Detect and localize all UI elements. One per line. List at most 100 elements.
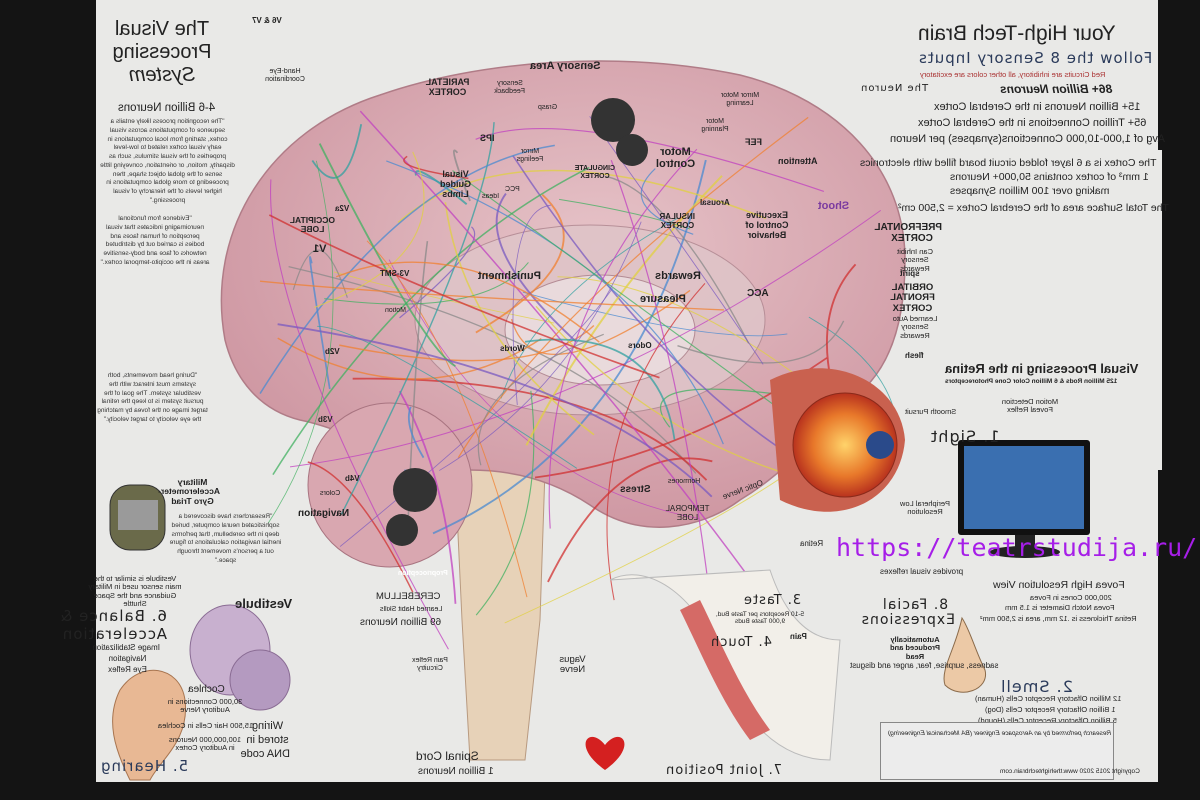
- provides-reflexes: provides visual reflexes: [880, 567, 964, 576]
- sensory-feedback-label: Sensory Feedback: [494, 80, 525, 95]
- motor-planning-label: Motor Planning: [701, 118, 729, 133]
- vestibule-note: Vestibule is similar to the main sensor …: [88, 574, 182, 608]
- nerve-fiber: [475, 194, 565, 334]
- smell-fact: 12 Million Olfactory Receptor Cells (Hum…: [975, 694, 1122, 703]
- v1-label: V1: [313, 243, 327, 255]
- odors-label: Odors: [628, 341, 652, 350]
- colors-label: Colors: [320, 490, 341, 497]
- proprioception-label: Proprioception: [398, 570, 448, 577]
- eye-illustration: [770, 368, 905, 512]
- cingulate-label: CINGULATE CORTEX: [574, 165, 615, 180]
- nerve-fiber: [267, 160, 334, 524]
- vestibule-label: Vestibule: [235, 596, 293, 611]
- nerve-fiber: [522, 291, 788, 337]
- v3-label: V3-SMT: [380, 269, 410, 278]
- wiring-line: Wiring: [251, 720, 284, 732]
- smooth-pursuit-label: Smooth Pursuit: [905, 407, 957, 416]
- left-neurons: 4-6 Billion Neurons: [118, 102, 216, 114]
- stress-label: Stress: [620, 484, 651, 495]
- rewards-label: Rewards: [655, 270, 701, 282]
- monitor-icon: [958, 440, 1090, 558]
- learned-auto-label: Learned Auto Sensory Rewards: [892, 314, 938, 340]
- gyro-label: Military Accelerometer-Gyro Triad: [158, 477, 220, 506]
- poster-subtitle: Follow the 8 Sensory Inputs: [918, 49, 1153, 67]
- neuron-total: 86+ Billion Neurons: [1000, 82, 1113, 96]
- sensory-area-label: Sensory Area: [530, 60, 601, 72]
- vestibule-illustration: [189, 604, 291, 711]
- nerve-fiber: [309, 256, 331, 390]
- nerve-fiber: [500, 217, 679, 399]
- touch-heading: 4. Touch: [710, 635, 772, 650]
- nerve-fiber: [288, 266, 697, 474]
- executive-control-label: Executive Control of Behavior: [745, 210, 789, 240]
- nerve-fiber: [548, 148, 698, 529]
- nerve-fiber: [270, 179, 449, 650]
- ips-label: IPS: [480, 133, 495, 143]
- nerve-fiber: [259, 144, 555, 394]
- v3b-label: V3b: [318, 415, 333, 424]
- nerve-fiber: [277, 323, 713, 498]
- prefrontal-label: PREFRONTAL CORTEX: [874, 222, 942, 244]
- fovea-fact: 200,000 Cones in Fovea: [1030, 593, 1112, 602]
- nerve-fiber: [386, 160, 724, 445]
- wiring-line: DNA code: [240, 748, 290, 760]
- facial-sub: Automatically Produced and Read: [890, 635, 941, 661]
- pcc-label: PCC: [505, 186, 520, 193]
- hearing-fact: 100,000,000 Neurons in Auditory Cortex: [168, 735, 242, 753]
- left-title-line: System: [128, 64, 196, 86]
- research-note-box: [880, 722, 1114, 780]
- legend-note: Red Circuits are inhibitory, all other c…: [920, 70, 1106, 79]
- gears-icon: [386, 98, 648, 546]
- balance-item: Image Stabilization: [92, 643, 160, 652]
- smell-heading: 2. Smell: [1000, 677, 1073, 696]
- flesh-label: flesh: [905, 351, 924, 360]
- heart-icon: [585, 736, 625, 770]
- smell-fact: 1 Billion Olfactory Receptor Cells (Dog): [985, 705, 1116, 714]
- words-label: Words: [500, 344, 525, 353]
- spinal-cord-label: Spinal Cord: [416, 749, 479, 763]
- grasp-label: Grasp: [538, 104, 558, 111]
- quote: "The recognition process likely entails …: [100, 118, 235, 204]
- nerve-fiber: [292, 249, 348, 298]
- nerve-fiber: [277, 337, 542, 380]
- temporal-label: TEMPORAL LOBE: [665, 504, 710, 522]
- gyro-illustration: [109, 484, 166, 551]
- copyright: Copyright 2015 2020 www.thehightechbrain…: [1000, 768, 1140, 775]
- retina-sub: 125 Million Rods & 6 Million Color Cone …: [945, 378, 1118, 385]
- left-title-line: The Visual: [114, 18, 210, 40]
- nerve-fiber: [318, 143, 456, 368]
- balance-heading: 6. Balance &: [59, 607, 167, 625]
- nerve-fiber: [677, 320, 845, 364]
- nerve-fiber: [272, 166, 590, 476]
- hearing-fact: 15,500 Hair Cells in Cochlea: [158, 721, 254, 730]
- nerve-fiber: [407, 406, 425, 459]
- brainstem: [454, 469, 546, 761]
- left-title-line: Processing: [112, 41, 212, 63]
- watermark-url[interactable]: https://teatrstudija.ru/: [836, 533, 1198, 562]
- balance-heading: Acceleration: [61, 625, 167, 643]
- fact: 1 mm³ of cortex contains 50,000+ Neurons: [950, 171, 1149, 183]
- nerve-fiber: [366, 240, 528, 598]
- poster-title: Your High-Tech Brain: [918, 22, 1116, 45]
- visual-limbs-label: Visual Guided Limbs: [440, 169, 471, 199]
- v6-label: V6 & V7: [252, 16, 282, 25]
- shoot-label: Shoot: [818, 200, 850, 212]
- quote: "During head movements, both systems mus…: [97, 372, 208, 423]
- balance-item: Navigation: [108, 654, 147, 663]
- orbital-frontal-label: ORBITAL FRONTAL CORTEX: [890, 282, 935, 314]
- nerve-fiber: [314, 151, 425, 308]
- nerve-fiber: [477, 333, 604, 466]
- nerve-fiber: [605, 175, 750, 344]
- motion-detection-label: Motion Detection Foveal Reflex: [1001, 397, 1059, 415]
- nerve-fiber: [403, 155, 469, 180]
- fact: 15+ Billion Neurons in the Cerebral Cort…: [934, 101, 1141, 113]
- nerve-fiber: [340, 122, 495, 515]
- gyro-quote: "Researchers have discovered a sophistic…: [169, 513, 282, 564]
- cerebellum-neurons: 69 Billion Neurons: [360, 617, 442, 628]
- nerve-fibers: [259, 110, 899, 650]
- nerve-fiber: [397, 169, 767, 224]
- retina-title: Visual Processing in the Retina: [945, 361, 1139, 376]
- hand-eye-label: Hand-Eye Coordination: [265, 68, 305, 83]
- nerve-fiber: [335, 261, 600, 343]
- fact: The Total Surface area of the Cerebral C…: [898, 202, 1169, 214]
